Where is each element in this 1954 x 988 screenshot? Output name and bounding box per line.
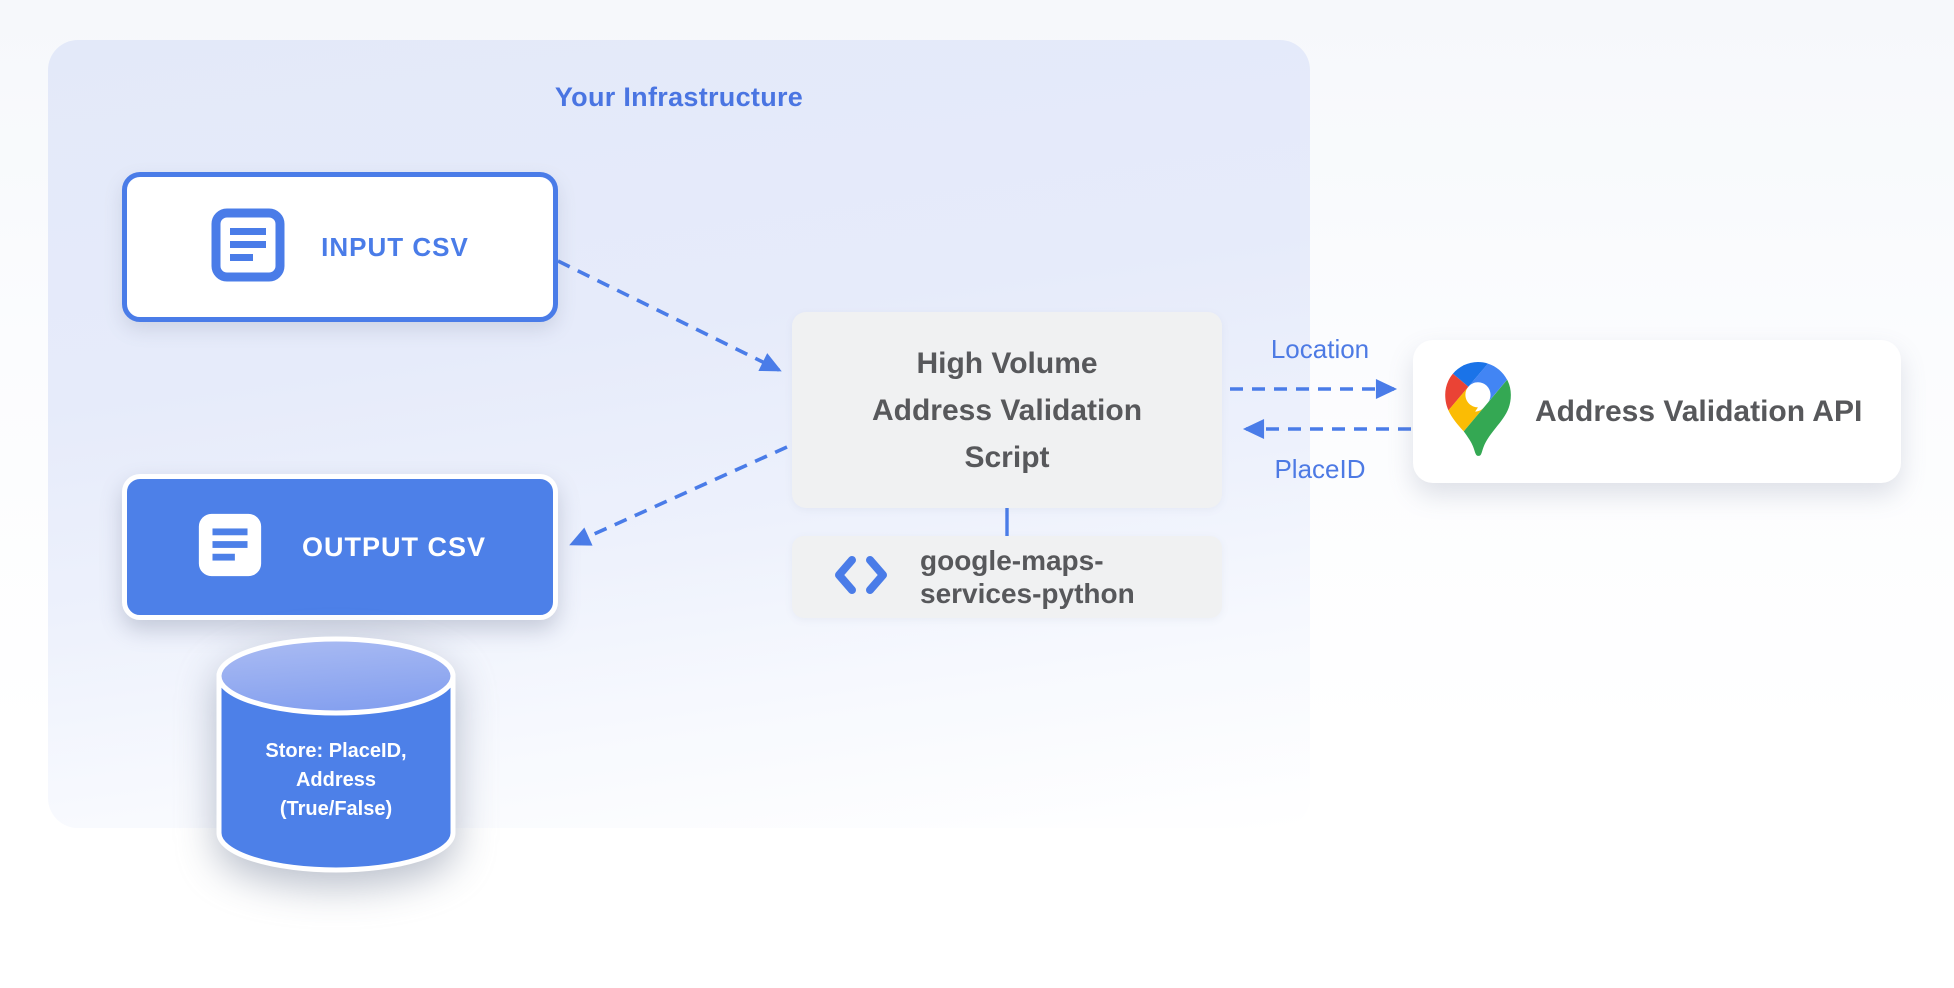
script-node: High Volume Address Validation Script [792, 312, 1222, 508]
location-edge-label: Location [1270, 334, 1370, 364]
script-title-line: Script [964, 440, 1050, 474]
script-title-line: High Volume [916, 346, 1098, 380]
datastore-line: Store: PlaceID, [265, 740, 407, 762]
datastore-line: (True/False) [279, 798, 393, 820]
placeid-edge-label: PlaceID [1274, 454, 1366, 484]
script-title-line: Address Validation [871, 393, 1143, 427]
library-label-line: google-maps- [920, 545, 1104, 576]
output-csv-label: OUTPUT CSV [301, 531, 486, 562]
datastore-line: Address [295, 769, 377, 791]
library-label: google-maps- services-python [920, 544, 1135, 610]
library-label-line: services-python [920, 578, 1135, 609]
code-icon [834, 555, 888, 600]
library-node: google-maps- services-python [792, 536, 1222, 618]
input-csv-label: INPUT CSV [321, 231, 469, 262]
google-maps-pin-icon [1445, 362, 1511, 461]
document-lines-icon [211, 208, 285, 287]
document-lines-icon [194, 509, 266, 586]
input-csv-node: INPUT CSV [122, 172, 558, 322]
api-node: Address Validation API [1413, 340, 1901, 483]
api-label: Address Validation API [1535, 394, 1863, 428]
datastore-cylinder [216, 636, 456, 873]
datastore-label: Store: PlaceID, Address (True/False) [218, 737, 454, 824]
panel-title: Your Infrastructure [554, 82, 804, 112]
output-csv-node: OUTPUT CSV [122, 474, 558, 620]
